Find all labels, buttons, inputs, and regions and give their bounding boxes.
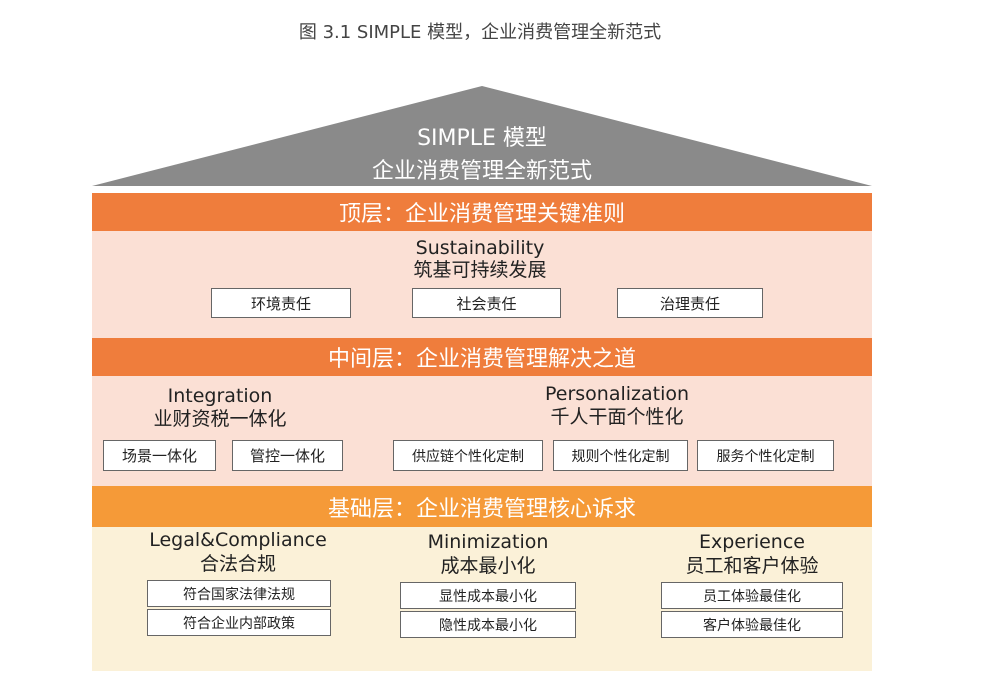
minimization-zh: 成本最小化 [440,555,536,577]
item-internal-policies: 符合企业内部政策 [147,609,331,636]
legal-compliance-en: Legal&Compliance [149,529,327,551]
item-service-customization: 服务个性化定制 [697,440,834,471]
item-explicit-cost: 显性成本最小化 [400,582,576,609]
item-control-integration: 管控一体化 [232,440,343,471]
item-social-responsibility: 社会责任 [412,288,561,318]
personalization-en: Personalization [544,383,690,405]
roof-triangle [92,86,872,186]
sustainability-en: Sustainability [415,237,545,259]
top-layer-band: 顶层：企业消费管理关键准则 [92,193,872,231]
middle-layer-band: 中间层：企业消费管理解决之道 [92,338,872,376]
item-employee-experience: 员工体验最佳化 [661,582,843,609]
item-national-laws: 符合国家法律法规 [147,580,331,607]
figure-caption: 图 3.1 SIMPLE 模型，企业消费管理全新范式 [298,22,662,43]
experience-en: Experience [699,531,805,553]
item-rule-customization: 规则个性化定制 [553,440,688,471]
personalization-zh: 千人干面个性化 [550,406,684,428]
experience-zh: 员工和客户体验 [685,555,819,577]
item-customer-experience: 客户体验最佳化 [661,611,843,638]
item-implicit-cost: 隐性成本最小化 [400,611,576,638]
minimization-en: Minimization [427,531,549,553]
legal-compliance-zh: 合法合规 [199,553,276,575]
integration-en: Integration [167,385,273,407]
base-layer-title: 基础层：企业消费管理核心诉求 [327,496,636,522]
integration-zh: 业财资税一体化 [153,408,287,430]
roof-subtitle: 企业消费管理全新范式 [371,159,592,184]
item-governance-responsibility: 治理责任 [617,288,763,318]
item-environment-responsibility: 环境责任 [211,288,351,318]
item-supply-chain-customization: 供应链个性化定制 [393,440,543,471]
top-layer-title: 顶层：企业消费管理关键准则 [338,202,625,227]
roof-title: SIMPLE 模型 [417,126,547,151]
sustainability-zh: 筑基可持续发展 [413,259,547,281]
top-layer-panel [92,231,872,338]
item-scene-integration: 场景一体化 [103,440,216,471]
middle-layer-title: 中间层：企业消费管理解决之道 [327,347,636,372]
base-layer-band: 基础层：企业消费管理核心诉求 [92,486,872,527]
